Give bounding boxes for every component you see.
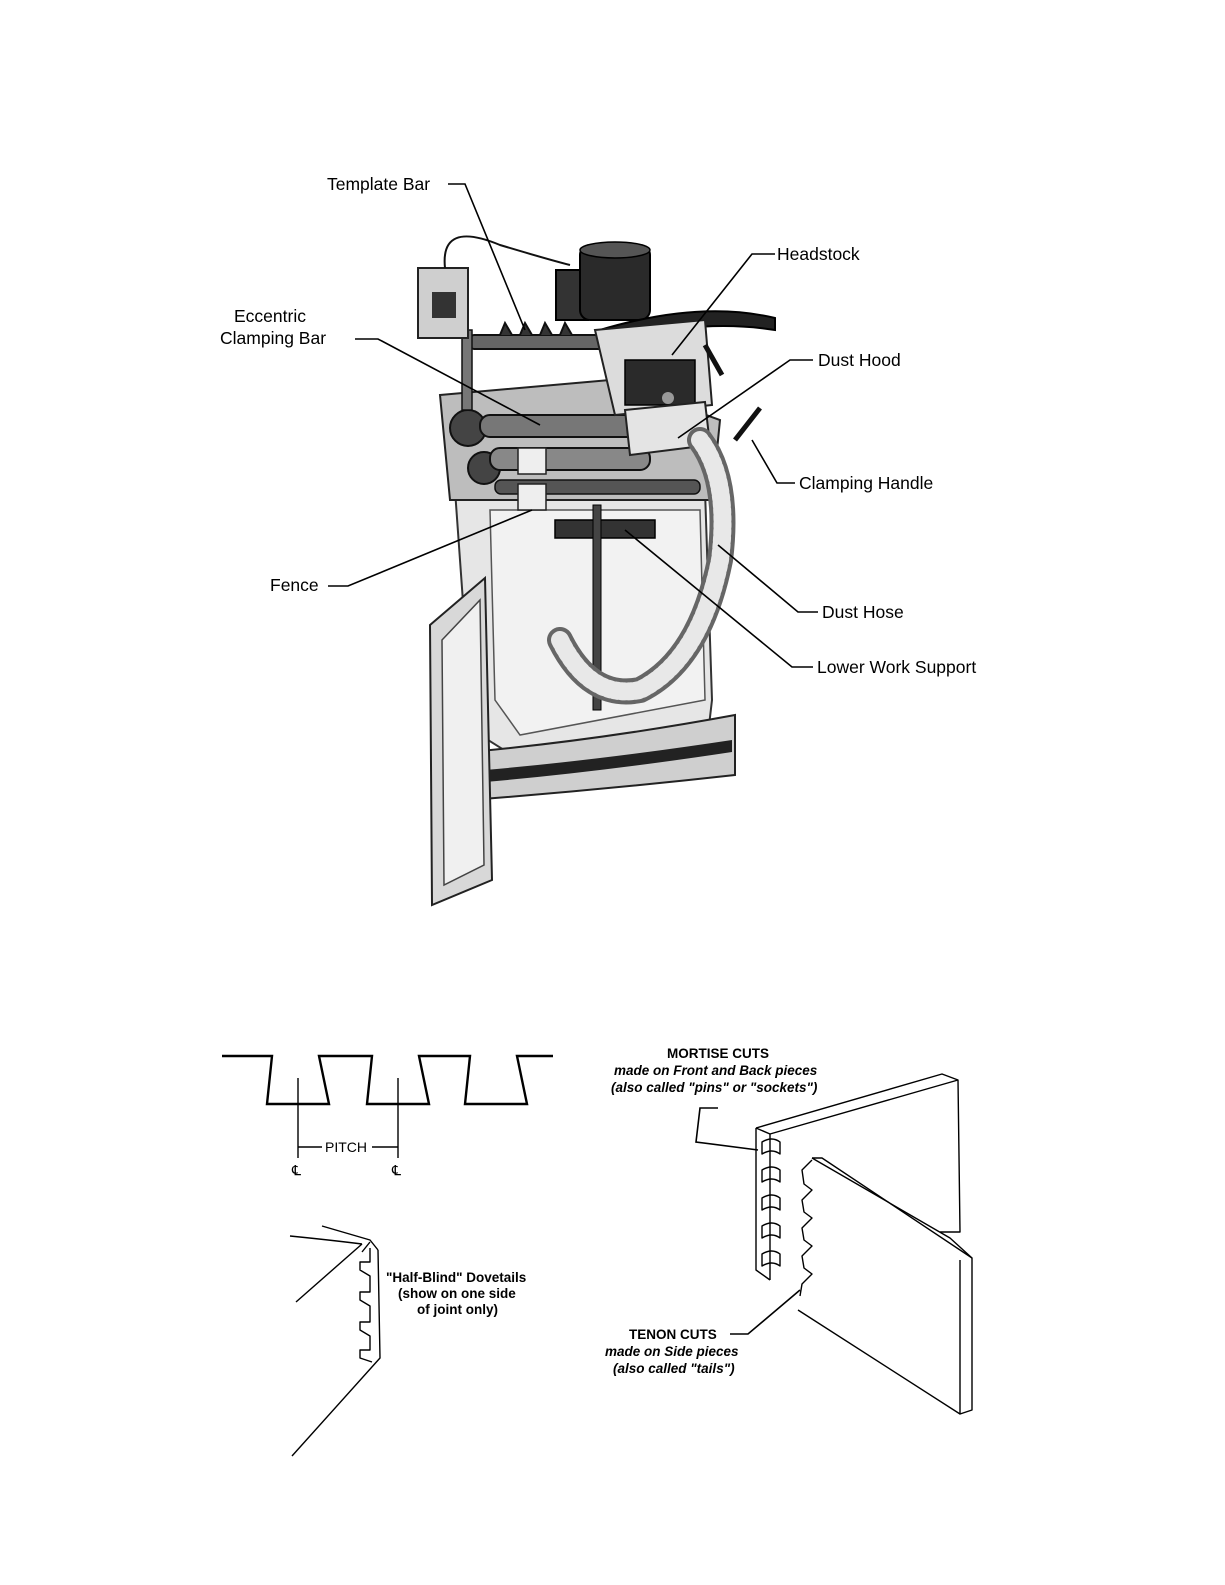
centerline-symbol-left: ℄ <box>291 1162 301 1178</box>
tenon-line1: TENON CUTS <box>629 1327 717 1342</box>
mortise-line1: MORTISE CUTS <box>667 1046 769 1061</box>
half-blind-dovetail-drawing <box>289 1225 381 1457</box>
callout-leader-lines <box>328 183 818 668</box>
label-eccentric-line1: Eccentric <box>234 306 306 326</box>
label-dust-hose: Dust Hose <box>822 602 904 622</box>
pitch-diagram <box>222 1054 553 1158</box>
label-fence: Fence <box>270 575 319 595</box>
mortise-tenon-joint-drawing <box>755 1073 973 1415</box>
centerline-symbol-right: ℄ <box>391 1162 401 1178</box>
label-lower-work-support: Lower Work Support <box>817 657 976 677</box>
tenon-line3: (also called "tails") <box>613 1361 735 1376</box>
label-clamping-handle: Clamping Handle <box>799 473 933 493</box>
half-blind-line2: (show on one side <box>398 1286 516 1301</box>
mortise-line3: (also called "pins" or "sockets") <box>611 1080 818 1095</box>
half-blind-line3: of joint only) <box>417 1302 498 1317</box>
half-blind-line1: "Half-Blind" Dovetails <box>386 1270 526 1285</box>
tenon-leader-line <box>730 1289 801 1335</box>
label-eccentric-line2: Clamping Bar <box>220 328 326 348</box>
mortise-leader-line <box>695 1107 759 1151</box>
label-dust-hood: Dust Hood <box>818 350 901 370</box>
pitch-label: PITCH <box>325 1139 367 1155</box>
label-headstock: Headstock <box>777 244 860 264</box>
dovetail-machine-illustration <box>417 235 776 907</box>
label-template-bar: Template Bar <box>327 174 430 194</box>
mortise-line2: made on Front and Back pieces <box>614 1063 818 1078</box>
tenon-line2: made on Side pieces <box>605 1344 739 1359</box>
